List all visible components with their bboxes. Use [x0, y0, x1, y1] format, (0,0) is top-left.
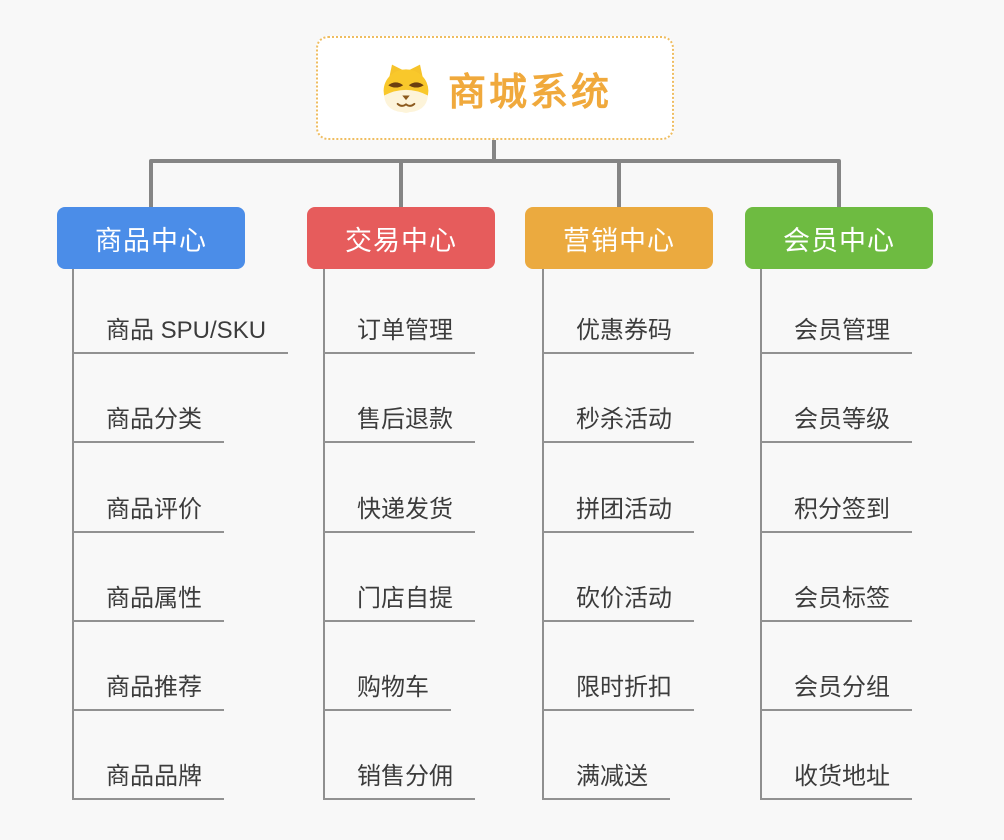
- topic-item[interactable]: 商品推荐: [72, 673, 224, 711]
- topic-item[interactable]: 积分签到: [760, 495, 912, 533]
- topic-item[interactable]: 会员等级: [760, 405, 912, 443]
- branch-trade-center[interactable]: 交易中心: [307, 207, 495, 269]
- topic-item[interactable]: 收货地址: [760, 762, 912, 800]
- topic-item[interactable]: 购物车: [323, 673, 451, 711]
- topic-item[interactable]: 商品品牌: [72, 762, 224, 800]
- topic-item[interactable]: 会员管理: [760, 316, 912, 354]
- branch-marketing-center[interactable]: 营销中心: [525, 207, 713, 269]
- topic-item[interactable]: 商品 SPU/SKU: [72, 316, 289, 354]
- topic-item[interactable]: 拼团活动: [542, 495, 694, 533]
- topic-item[interactable]: 会员标签: [760, 584, 912, 622]
- topic-item[interactable]: 会员分组: [760, 673, 912, 711]
- topic-item[interactable]: 优惠券码: [542, 316, 694, 354]
- topic-item[interactable]: 商品分类: [72, 405, 224, 443]
- branch-product-center[interactable]: 商品中心: [57, 207, 245, 269]
- topic-item[interactable]: 门店自提: [323, 584, 475, 622]
- topic-item[interactable]: 限时折扣: [542, 673, 694, 711]
- topic-item[interactable]: 商品属性: [72, 584, 224, 622]
- root-connector-line: [149, 140, 841, 207]
- topic-item[interactable]: 秒杀活动: [542, 405, 694, 443]
- branch-member-center[interactable]: 会员中心: [745, 207, 933, 269]
- topic-item[interactable]: 商品评价: [72, 495, 224, 533]
- root-title: 商城系统: [447, 71, 612, 114]
- topic-item[interactable]: 快递发货: [323, 495, 475, 533]
- topic-item[interactable]: 销售分佣: [323, 762, 475, 800]
- topic-item[interactable]: 满减送: [542, 762, 670, 800]
- topic-item[interactable]: 售后退款: [323, 405, 475, 443]
- topic-item[interactable]: 订单管理: [323, 316, 475, 354]
- root-node[interactable]: 商城系统: [316, 36, 674, 140]
- shiba-dog-icon: [383, 64, 429, 113]
- topic-item[interactable]: 砍价活动: [542, 584, 694, 622]
